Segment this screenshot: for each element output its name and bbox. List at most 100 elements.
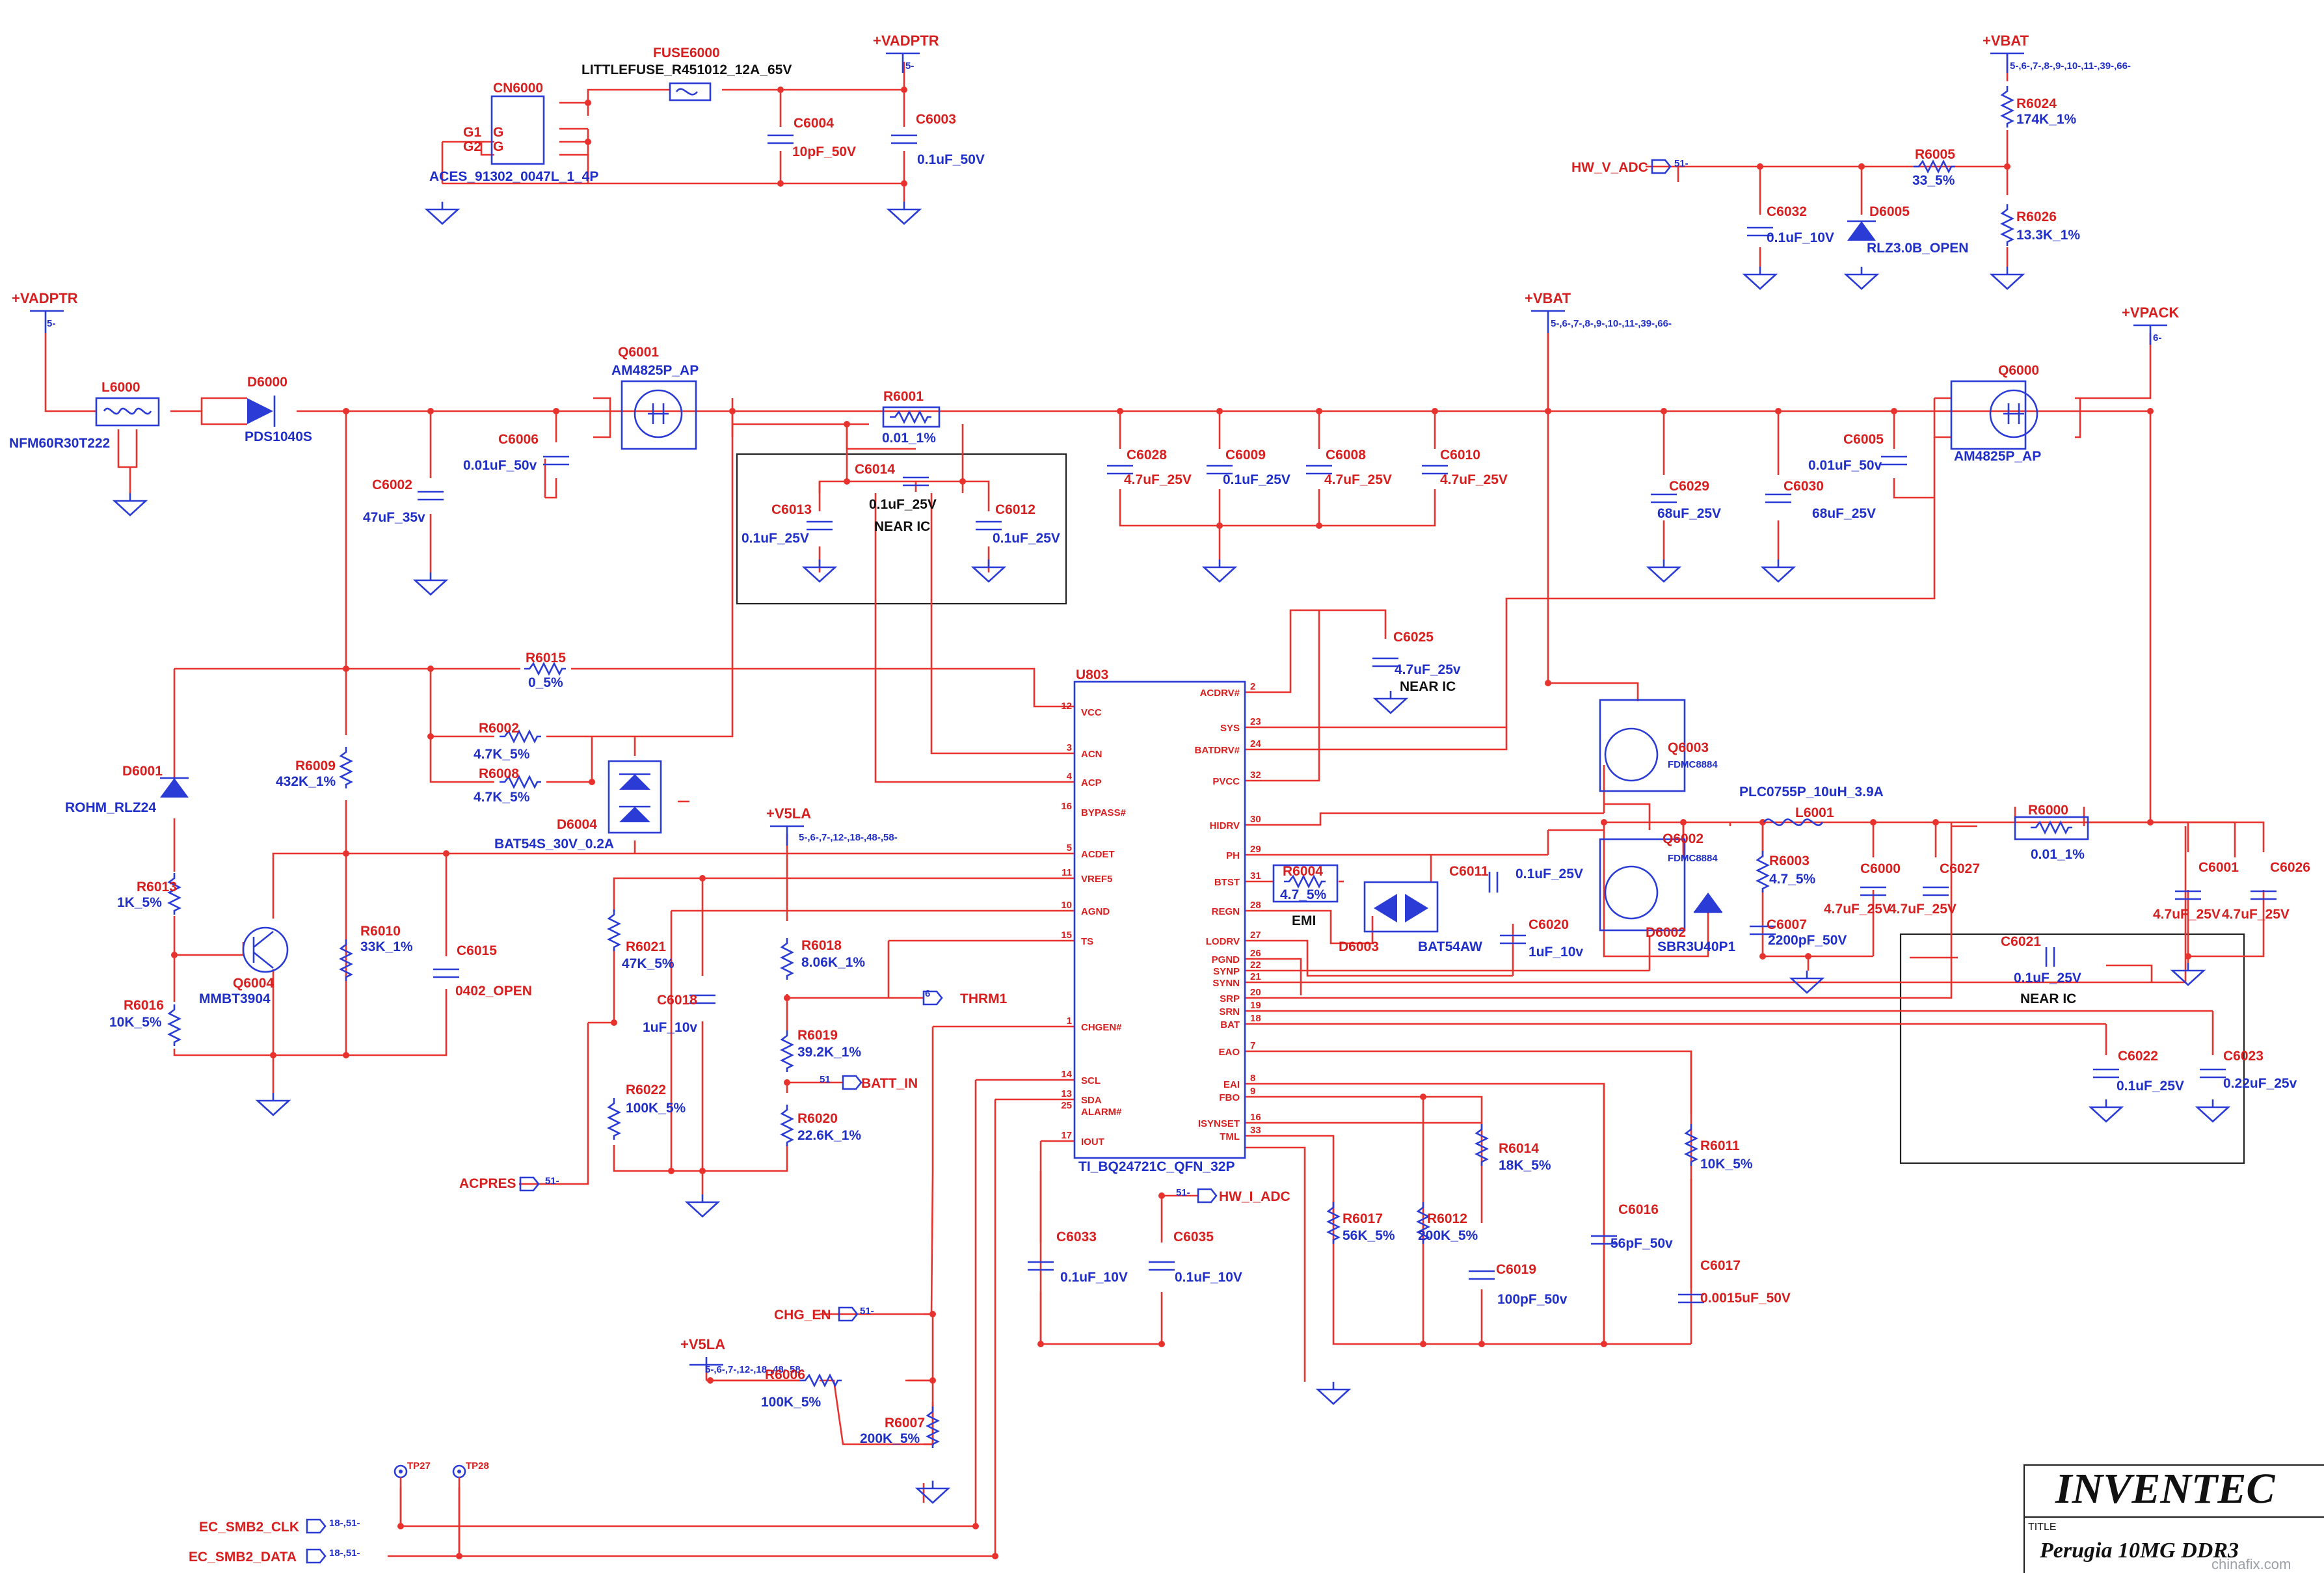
svg-text:C6019: C6019: [1496, 1262, 1536, 1277]
svg-text:10pF_50V: 10pF_50V: [792, 144, 856, 159]
svg-text:174K_1%: 174K_1%: [2016, 112, 2077, 127]
component-labels: FUSE6000 LITTLEFUSE_R451012_12A_65V CN60…: [9, 46, 2310, 1446]
svg-text:G2: G2: [463, 139, 481, 154]
svg-text:C6035: C6035: [1173, 1230, 1214, 1244]
svg-text:+VBAT: +VBAT: [1983, 33, 2029, 49]
svg-text:C6028: C6028: [1127, 448, 1167, 463]
svg-text:432K_1%: 432K_1%: [276, 774, 336, 789]
ic-pin-number: 9: [1250, 1086, 1255, 1097]
svg-text:ROHM_RLZ24: ROHM_RLZ24: [65, 800, 156, 815]
ic-pin-number: 32: [1250, 770, 1261, 781]
svg-text:51: 51: [820, 1074, 831, 1085]
svg-text:G: G: [493, 125, 503, 140]
svg-text:C6007: C6007: [1767, 917, 1807, 932]
ic-pin-name: SYNP: [1213, 966, 1240, 977]
ic-pin-number: 19: [1250, 1000, 1261, 1011]
svg-text:68uF_25V: 68uF_25V: [1657, 506, 1721, 521]
ic-pin-name: ACN: [1081, 749, 1102, 760]
svg-text:R6020: R6020: [797, 1111, 838, 1126]
svg-text:Q6004: Q6004: [233, 976, 274, 991]
svg-text:D6004: D6004: [557, 817, 597, 832]
svg-text:+V5LA: +V5LA: [680, 1336, 725, 1352]
ic-pin-number: 26: [1250, 948, 1261, 959]
svg-text:4.7K_5%: 4.7K_5%: [474, 747, 530, 762]
title-label: TITLE: [2028, 1522, 2057, 1533]
svg-text:R6007: R6007: [885, 1416, 925, 1431]
ic-pin-name: ACDRV#: [1200, 688, 1240, 699]
svg-text:0.1uF_25V: 0.1uF_25V: [993, 531, 1060, 546]
ic-pin-name: ACDET: [1081, 849, 1115, 860]
svg-text:R6013: R6013: [137, 880, 177, 894]
svg-text:D6000: D6000: [247, 375, 287, 390]
ic-pin-name: EAO: [1218, 1047, 1240, 1058]
svg-text:R6003: R6003: [1769, 854, 1810, 868]
svg-text:C6018: C6018: [657, 993, 697, 1008]
svg-text:C6012: C6012: [995, 502, 1035, 517]
svg-text:R6017: R6017: [1342, 1211, 1383, 1226]
svg-text:4.7uF_25V: 4.7uF_25V: [2153, 907, 2221, 922]
ic-pin-name: SDA: [1081, 1095, 1102, 1106]
svg-text:C6002: C6002: [372, 477, 412, 492]
svg-text:BAT54AW: BAT54AW: [1418, 939, 1482, 954]
ic-pin-number: 12: [1061, 701, 1072, 712]
ic-pin-number: 31: [1250, 870, 1261, 881]
signal-labels: HW_V_ADC 51- THRM1 6 BATT_IN 51 ACPRES 5…: [189, 158, 1689, 1565]
ic-pin-name: ACP: [1081, 777, 1102, 788]
svg-text:R6018: R6018: [801, 938, 842, 953]
ic-pin-number: 24: [1250, 738, 1261, 749]
svg-text:Q6000: Q6000: [1998, 363, 2039, 378]
svg-text:56pF_50v: 56pF_50v: [1610, 1236, 1673, 1251]
svg-text:R6019: R6019: [797, 1028, 838, 1043]
svg-text:0.01uF_50v: 0.01uF_50v: [1808, 458, 1882, 473]
svg-text:10K_5%: 10K_5%: [109, 1015, 162, 1030]
wire-net: [44, 53, 2265, 1557]
svg-text:C6011: C6011: [1449, 864, 1489, 879]
svg-text:+VADPTR: +VADPTR: [873, 33, 939, 49]
ic-pin-name: ISYNSET: [1198, 1118, 1240, 1129]
component-symbols: [95, 82, 2278, 1449]
svg-text:47K_5%: 47K_5%: [622, 956, 674, 971]
svg-text:200K_5%: 200K_5%: [860, 1431, 920, 1446]
svg-text:Q6001: Q6001: [618, 345, 659, 360]
svg-text:RLZ3.0B_OPEN: RLZ3.0B_OPEN: [1867, 241, 1968, 256]
svg-text:47uF_35v: 47uF_35v: [363, 510, 425, 525]
ic-pin-number: 29: [1250, 844, 1261, 855]
svg-text:EMI: EMI: [1292, 913, 1316, 928]
svg-text:4.7uF_25V: 4.7uF_25V: [2222, 907, 2290, 922]
offpage-connector-icon: [306, 159, 1672, 1564]
svg-text:100K_5%: 100K_5%: [626, 1101, 686, 1116]
svg-text:D6005: D6005: [1869, 204, 1910, 219]
svg-text:L6000: L6000: [101, 380, 140, 395]
ic-pin-number: 25: [1061, 1100, 1072, 1111]
ic-pin-name: LODRV: [1206, 936, 1240, 947]
svg-text:51-: 51-: [1176, 1187, 1190, 1198]
ic-pin-name: VCC: [1081, 707, 1102, 718]
svg-text:C6014: C6014: [855, 462, 895, 477]
ic-pin-number: 16: [1061, 801, 1072, 812]
svg-text:0.1uF_25V: 0.1uF_25V: [741, 531, 809, 546]
svg-text:PLC0755P_10uH_3.9A: PLC0755P_10uH_3.9A: [1739, 785, 1884, 800]
ic-part: TI_BQ24721C_QFN_32P: [1078, 1159, 1235, 1174]
svg-text:0.0015uF_50V: 0.0015uF_50V: [1700, 1291, 1791, 1306]
svg-text:FDMC8884: FDMC8884: [1668, 759, 1718, 770]
svg-text:R6008: R6008: [479, 766, 519, 781]
svg-text:0402_OPEN: 0402_OPEN: [455, 984, 532, 999]
svg-text:18-,51-: 18-,51-: [329, 1518, 360, 1529]
ic-pin-number: 28: [1250, 900, 1261, 911]
svg-text:TP27: TP27: [407, 1460, 431, 1472]
svg-text:FDMC8884: FDMC8884: [1668, 853, 1718, 864]
ic-pin-number: 20: [1250, 987, 1261, 998]
svg-text:R6012: R6012: [1427, 1211, 1467, 1226]
svg-text:C6022: C6022: [2118, 1049, 2158, 1064]
svg-text:6-: 6-: [2153, 332, 2161, 343]
company-name: INVENTEC: [2055, 1465, 2275, 1512]
svg-text:5-,6-,7-,12-,18-,48-,58-: 5-,6-,7-,12-,18-,48-,58-: [705, 1364, 804, 1375]
ic-pin-name: SCL: [1081, 1075, 1101, 1086]
svg-text:1uF_10v: 1uF_10v: [643, 1020, 697, 1035]
svg-text:SBR3U40P1: SBR3U40P1: [1657, 939, 1736, 954]
svg-text:Q6003: Q6003: [1668, 740, 1709, 755]
svg-text:0.22uF_25v: 0.22uF_25v: [2223, 1076, 2297, 1091]
svg-text:C6020: C6020: [1529, 917, 1569, 932]
svg-text:0.01_1%: 0.01_1%: [882, 431, 936, 446]
